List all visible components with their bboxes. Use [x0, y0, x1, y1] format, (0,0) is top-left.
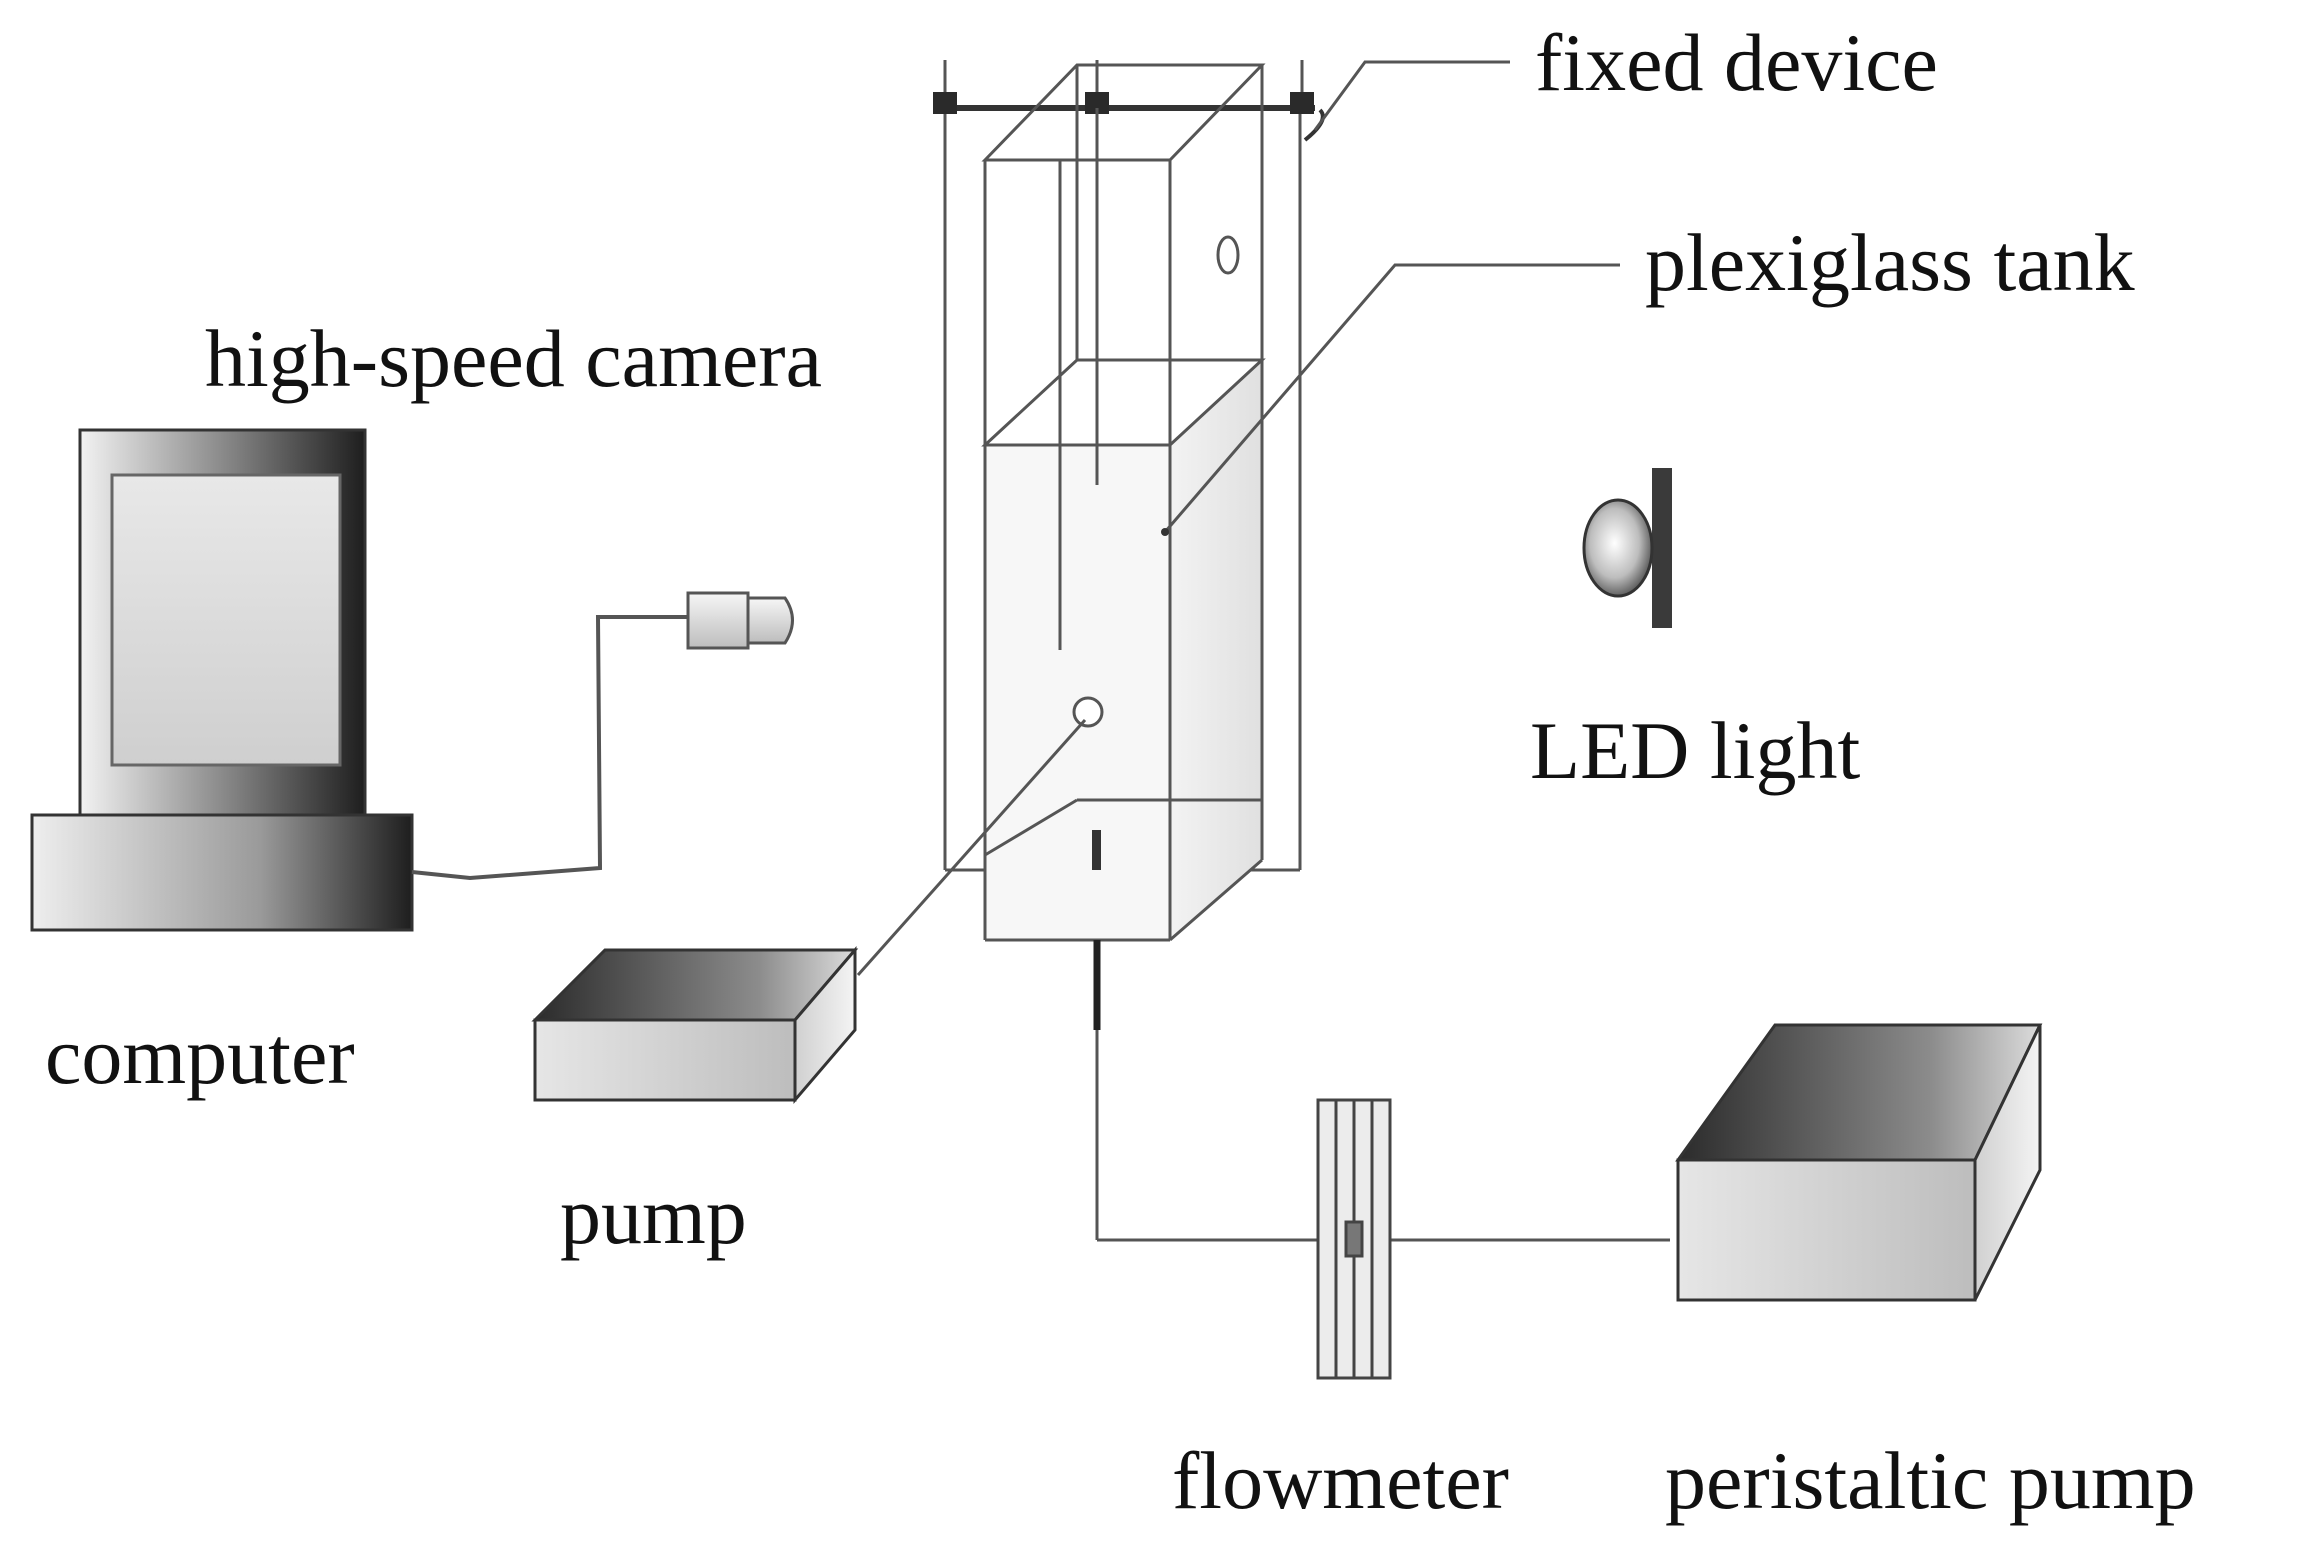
computer-icon: [30, 428, 690, 932]
flowmeter-icon: [1316, 1098, 1392, 1380]
peristaltic-pump-label: peristaltic pump: [1665, 1435, 2196, 1526]
plexiglass-tank-drawing: [933, 60, 1325, 942]
high-speed-camera-label: high-speed camera: [205, 313, 822, 404]
camera-icon: [686, 591, 794, 650]
computer-label: computer: [45, 1010, 355, 1101]
peristaltic-pump-icon: [1675, 1023, 2043, 1302]
plexiglass-tank-label: plexiglass tank: [1645, 217, 2135, 308]
leader-lines: [1161, 60, 1620, 536]
pump-label: pump: [560, 1170, 747, 1261]
flowmeter-label: flowmeter: [1172, 1435, 1509, 1526]
fixed-device-label: fixed device: [1535, 17, 1938, 108]
led-light-label: LED light: [1530, 705, 1861, 796]
pump-icon: [531, 719, 1087, 1105]
led-light-icon: [1582, 468, 1672, 628]
outlet-tubing: [1093, 940, 1670, 1242]
